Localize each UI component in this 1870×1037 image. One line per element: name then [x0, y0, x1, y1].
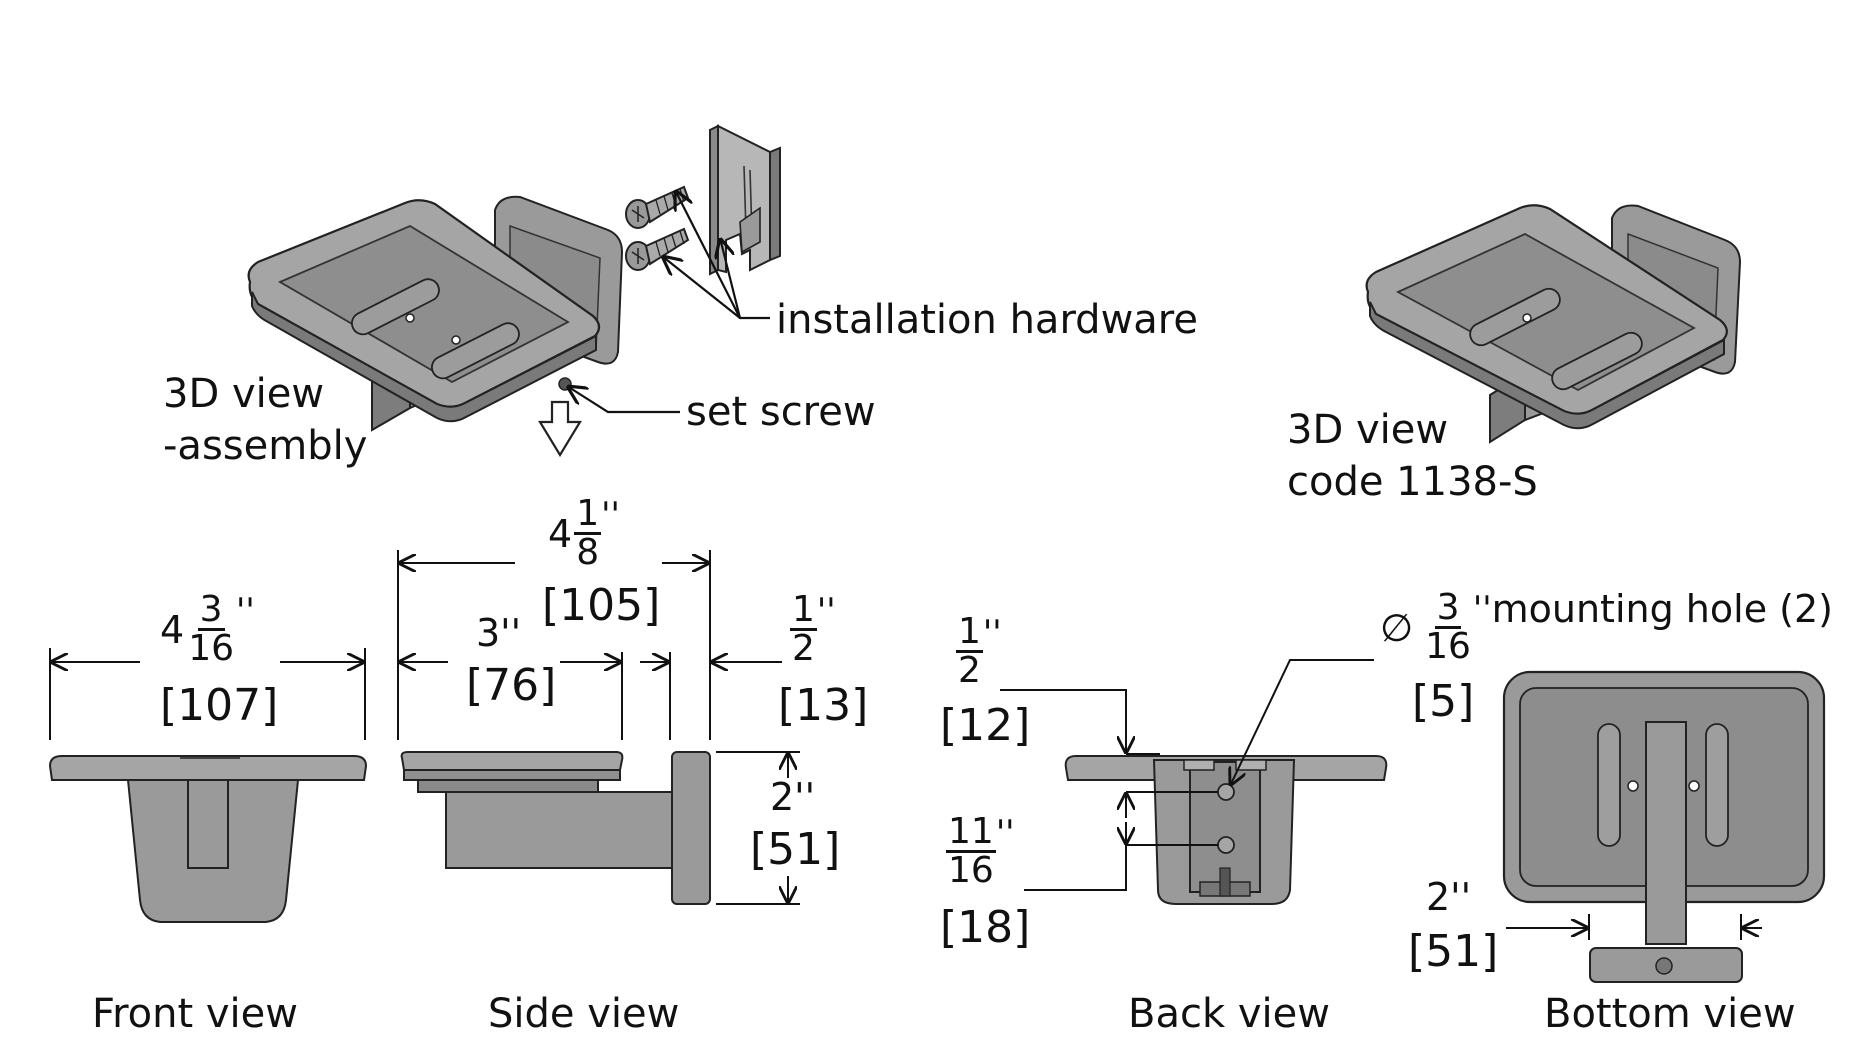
- bottom-width-mm: [51]: [1408, 926, 1499, 977]
- assembly-view-label-line1: 3D view: [163, 371, 325, 417]
- hole-diameter-mm: [5]: [1412, 676, 1475, 727]
- mounting-bracket-icon: [709, 124, 781, 276]
- back-spacing-mm: [18]: [940, 902, 1031, 953]
- side-view-title: Side view: [488, 991, 680, 1037]
- front-width-mm: [107]: [160, 680, 279, 731]
- bottom-view: [1502, 670, 1826, 983]
- side-view: [397, 550, 800, 905]
- side-overall-mm: [105]: [542, 580, 661, 631]
- assembly-view-label-line2: -assembly: [163, 423, 368, 469]
- front-view: [48, 648, 368, 923]
- back-view: [1000, 659, 1388, 905]
- set-screw-label: set screw: [686, 389, 876, 435]
- side-tray-dimension: 3'': [476, 611, 522, 655]
- diameter-icon: ∅: [1380, 605, 1414, 650]
- bottom-width-dimension: 2'': [1426, 875, 1472, 919]
- product-3d-view: [1365, 204, 1742, 444]
- side-backplate-mm: [13]: [778, 680, 869, 731]
- installation-hardware-label: installation hardware: [776, 297, 1198, 343]
- bottom-view-title: Bottom view: [1544, 991, 1796, 1037]
- down-arrow-icon: [538, 400, 582, 458]
- front-view-title: Front view: [92, 991, 298, 1037]
- back-view-title: Back view: [1128, 991, 1330, 1037]
- mounting-hole-label: mounting hole (2): [1491, 587, 1833, 631]
- product-view-code-label: code 1138-S: [1287, 459, 1538, 505]
- back-top-mm: [12]: [940, 700, 1031, 751]
- side-height-mm: [51]: [750, 824, 841, 875]
- side-tray-mm: [76]: [466, 660, 557, 711]
- screw-icon: [625, 227, 690, 271]
- side-height-dimension: 2'': [770, 775, 816, 819]
- product-view-label-line1: 3D view: [1287, 407, 1449, 453]
- assembly-3d-view: [247, 124, 781, 458]
- screw-icon: [625, 185, 690, 229]
